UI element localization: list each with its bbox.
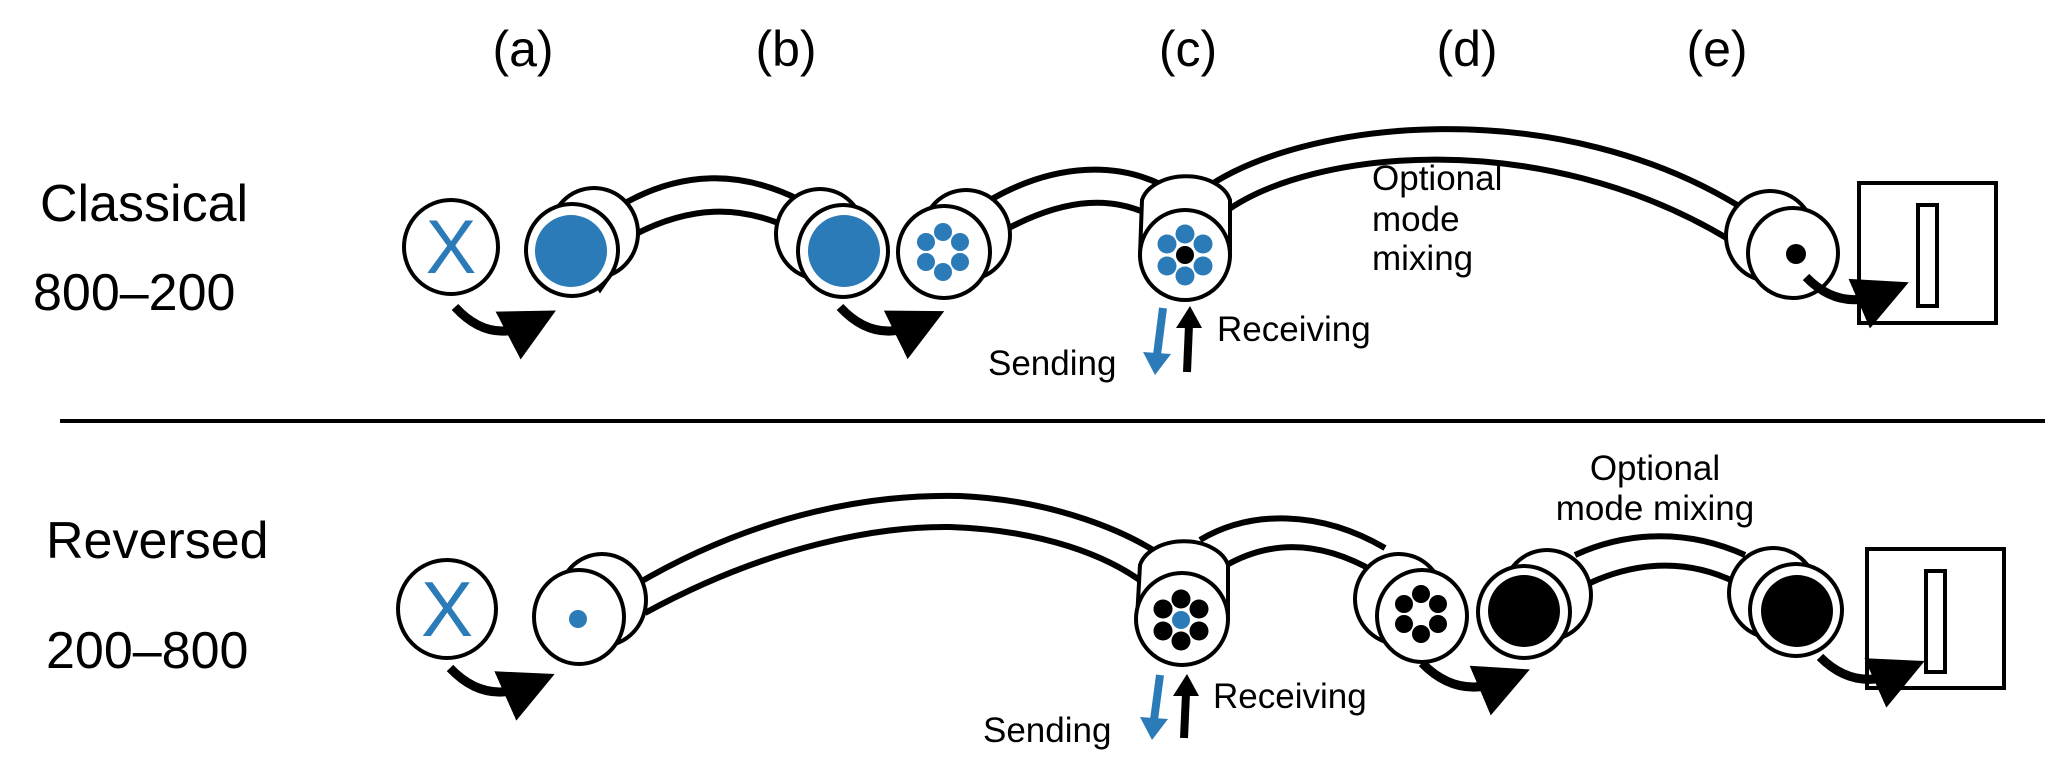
receiving-arrow-icon <box>1176 306 1202 373</box>
coupling-arrow <box>451 303 556 360</box>
fiber-tube-b-c <box>988 166 1162 233</box>
fiber-end-e-single-core <box>1727 546 1844 658</box>
detector-icon <box>1865 547 2006 690</box>
column-label-a: (a) <box>492 21 553 77</box>
coupling-arrow <box>1418 659 1530 716</box>
source-x-glyph: X <box>421 565 473 653</box>
source-x-icon: X <box>396 558 498 660</box>
center-core-black <box>1176 246 1194 264</box>
fiber-end-a-single-core <box>524 186 641 298</box>
outer-cores-black <box>1153 589 1209 651</box>
column-label-e: (e) <box>1686 21 1747 77</box>
fiber-end-c-lantern <box>1137 174 1232 302</box>
sending-arrow-icon <box>1143 307 1171 375</box>
classical-row: X <box>402 126 1998 383</box>
row-range-reversed: 200–800 <box>46 622 248 680</box>
mode-mixing-annotation: Optional mode mixing <box>1556 449 1754 528</box>
fiber-end-e-single-core <box>1724 189 1840 300</box>
sending-label: Sending <box>988 344 1116 383</box>
coupling-arrow <box>446 664 555 721</box>
fiber-end-d-single-core <box>1476 548 1593 660</box>
fiber-end-d-ring-cores <box>1353 552 1469 664</box>
column-label-c: (c) <box>1159 21 1217 77</box>
svg-text:Optional: Optional <box>1590 449 1720 488</box>
column-headers: (a) (b) (c) (d) (e) <box>492 21 1747 77</box>
center-core-blue <box>1172 611 1190 629</box>
ring-cores-blue <box>917 223 969 281</box>
mode-mixing-annotation: Optional mode mixing <box>1372 159 1502 278</box>
svg-text:mixing: mixing <box>1372 239 1473 278</box>
fiber-end-b-ring-cores <box>896 188 1012 300</box>
fiber-core-blue <box>808 215 880 287</box>
coupling-arrow <box>1802 273 1909 329</box>
fiber-core-blue <box>535 215 607 287</box>
fiber-tube-a-c <box>628 492 1177 616</box>
fiber-tube-c-e <box>1201 126 1752 243</box>
reversed-row: X <box>396 449 2006 750</box>
outer-cores-blue <box>1157 224 1213 286</box>
fiber-end-b-single-core <box>774 187 890 299</box>
row-label-reversed: Reversed <box>46 512 269 570</box>
fiber-core-black <box>1761 575 1833 647</box>
column-label-b: (b) <box>755 21 816 77</box>
detector-icon <box>1857 181 1998 325</box>
row-range-classical: 800–200 <box>33 264 235 322</box>
coupling-arrow <box>1816 653 1925 708</box>
svg-text:Optional: Optional <box>1372 159 1502 198</box>
fiber-end-a-small-core <box>532 552 648 666</box>
sending-arrow-icon <box>1140 674 1168 740</box>
fiber-core-black <box>1786 244 1806 264</box>
source-x-icon: X <box>402 198 500 296</box>
svg-text:mode: mode <box>1372 200 1460 239</box>
fiber-end-c-lantern <box>1134 539 1230 667</box>
coupling-arrow <box>836 303 945 360</box>
ring-cores-black <box>1395 585 1447 643</box>
fiber-tube-c-d <box>1198 515 1387 575</box>
svg-text:mode mixing: mode mixing <box>1556 489 1754 528</box>
sending-label: Sending <box>983 711 1111 750</box>
row-label-classical: Classical <box>40 175 248 233</box>
column-label-d: (d) <box>1436 21 1497 77</box>
fiber-core-black <box>1488 575 1560 647</box>
receiving-arrow-icon <box>1173 674 1199 739</box>
receiving-label: Receiving <box>1217 310 1371 349</box>
receiving-label: Receiving <box>1213 677 1367 716</box>
fiber-core-blue <box>569 610 587 628</box>
fiber-tube-a-b <box>616 175 802 239</box>
source-x-glyph: X <box>426 205 477 290</box>
fiber-tube-d-e <box>1573 533 1747 586</box>
